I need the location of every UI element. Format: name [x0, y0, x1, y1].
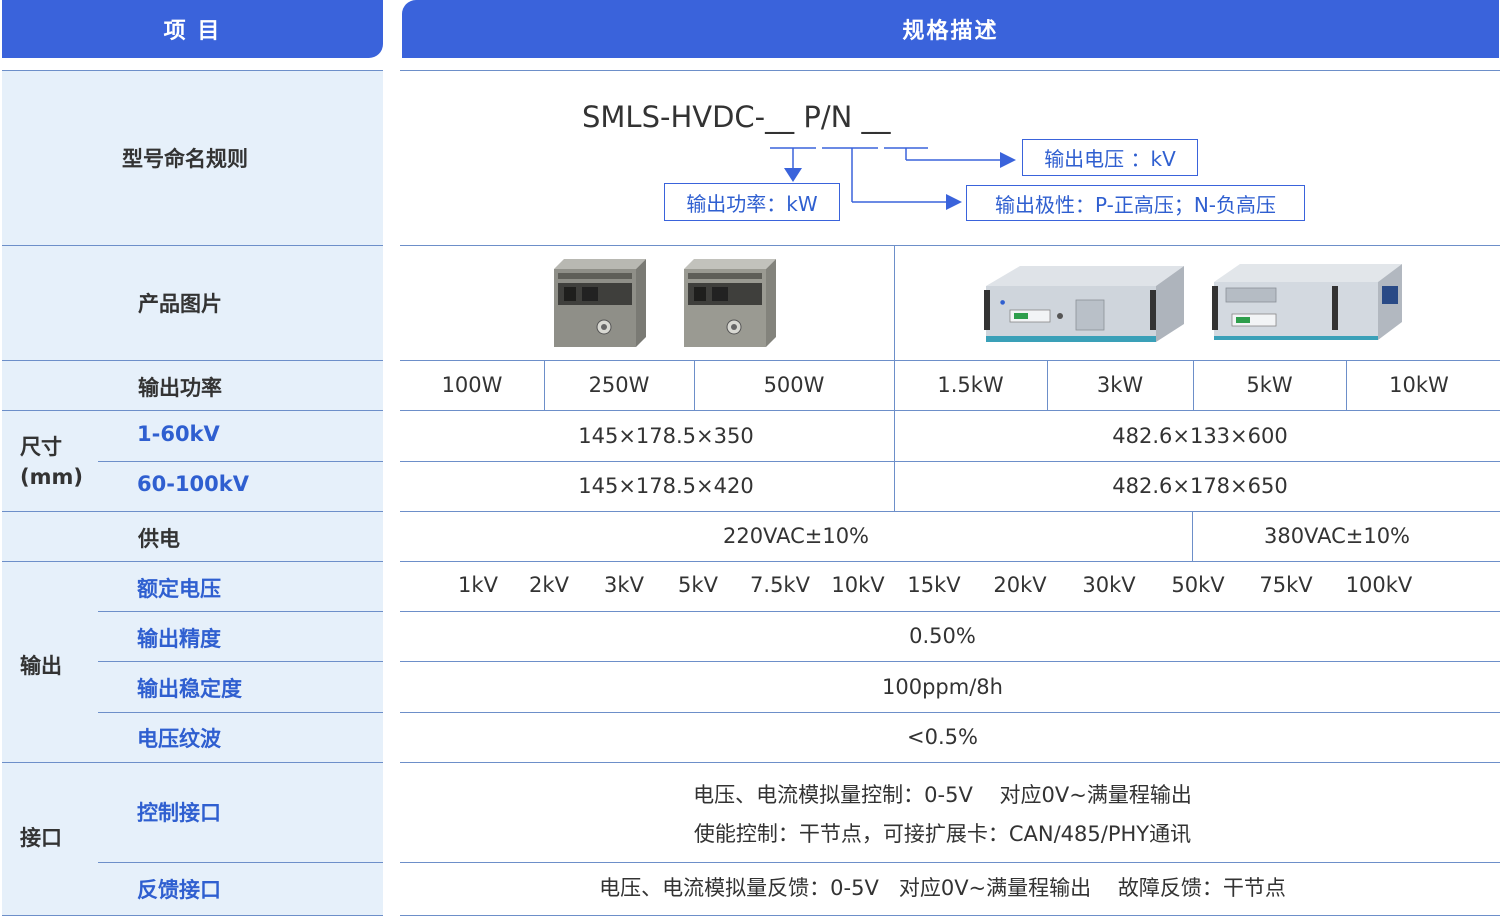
row-divider [2, 511, 383, 512]
row-divider [400, 712, 1500, 713]
feedback-interface-label: 反馈接口 [137, 878, 221, 902]
svg-text:●: ● [1000, 299, 1005, 306]
row-divider [2, 410, 383, 411]
row-divider [400, 70, 1500, 71]
rated-voltage-value: 75kV [1259, 573, 1313, 597]
size-row2-label: 60-100kV [137, 472, 249, 496]
size-value-cell: 145×178.5×350 [578, 423, 754, 448]
row-divider [400, 410, 1500, 411]
rated-voltage-value: 5kV [678, 573, 718, 597]
rated-voltage-value: 15kV [907, 573, 961, 597]
column-divider [1047, 360, 1048, 410]
row-divider [2, 561, 383, 562]
column-divider [1192, 511, 1193, 561]
column-divider [1346, 360, 1347, 410]
power-value-cell: 10kW [1389, 373, 1449, 397]
power-value-cell: 5kW [1246, 373, 1293, 397]
rated-voltage-value: 2kV [529, 573, 569, 597]
stability-label: 输出稳定度 [137, 677, 242, 701]
row-divider [400, 611, 1500, 612]
power-value-cell: 3kW [1096, 373, 1144, 397]
power-value-cell: 1.5kW [937, 373, 1004, 397]
power-supply-380-cell: 380VAC±10% [1263, 524, 1411, 548]
output-voltage-box: 输出电压 ：kV [1022, 139, 1198, 176]
naming-arrows [770, 147, 1016, 210]
control-interface-label: 控制接口 [137, 801, 221, 825]
control-interface-line2: 使能控制：干节点，可接扩展卡：CAN/485/PHY通讯 [693, 822, 1192, 846]
rated-voltage-value: 1kV [458, 573, 498, 597]
small-unit-image [684, 259, 776, 347]
rated-voltage-value: 3kV [604, 573, 644, 597]
row-divider [400, 245, 1500, 246]
item-column-header: 项 目 [2, 0, 383, 58]
rated-voltage-value: 30kV [1082, 573, 1136, 597]
row-divider [98, 712, 383, 713]
power-value-cell: 250W [588, 373, 650, 397]
small-unit-image [554, 259, 646, 347]
power-value-cell: 500W [763, 373, 825, 397]
column-divider [544, 360, 545, 410]
column-divider [1193, 360, 1194, 410]
size-group-label: 尺寸 [20, 435, 62, 459]
row-divider [400, 511, 1500, 512]
row-divider [2, 245, 383, 246]
row-divider [2, 762, 383, 763]
item-column-background [2, 70, 383, 916]
row-divider [2, 915, 383, 916]
row-divider [400, 461, 1500, 462]
ripple-value: <0.5% [907, 725, 978, 749]
row-divider [98, 862, 383, 863]
rack-unit-image [1212, 264, 1402, 340]
model-code-text: SMLS-HVDC-__ P/N __ [582, 100, 891, 134]
row-divider [400, 862, 1500, 863]
column-divider [894, 245, 895, 511]
row-divider [2, 70, 383, 71]
output-polarity-box: 输出极性：P-正高压；N-负高压 [966, 185, 1305, 221]
output-group-label: 输出 [20, 654, 62, 678]
row-divider [400, 561, 1500, 562]
rated-voltage-label: 额定电压 [137, 577, 221, 601]
product-image-label: 产品图片 [138, 292, 222, 316]
size-value-cell: 482.6×178×650 [1112, 474, 1288, 498]
row-divider [400, 360, 1500, 361]
row-divider [400, 762, 1500, 763]
size-value-cell: 145×178.5×420 [578, 474, 754, 498]
power-supply-label: 供电 [138, 527, 180, 551]
output-power-label: 输出功率 [138, 376, 222, 400]
row-divider [400, 915, 1500, 916]
row-divider [98, 611, 383, 612]
rated-voltage-value: 7.5kV [750, 573, 810, 597]
precision-value: 0.50% [909, 624, 976, 648]
size-unit-label: (mm) [20, 465, 83, 489]
size-value-cell: 482.6×133×600 [1112, 423, 1288, 448]
ripple-label: 电压纹波 [137, 727, 221, 751]
column-divider [694, 360, 695, 410]
size-row1-label: 1-60kV [137, 422, 220, 446]
power-supply-220-cell: 220VAC±10% [722, 524, 870, 548]
spec-column-header: 规格描述 [402, 0, 1499, 58]
row-divider [400, 661, 1500, 662]
rated-voltage-value: 50kV [1171, 573, 1225, 597]
interface-group-label: 接口 [20, 826, 62, 850]
row-divider [98, 661, 383, 662]
row-divider [98, 461, 383, 462]
precision-label: 输出精度 [137, 627, 221, 651]
stability-value: 100ppm/8h [882, 674, 1003, 699]
feedback-interface-value: 电压、电流模拟量反馈：0-5V 对应0V~满量程输出 故障反馈：干节点 [599, 876, 1286, 900]
rated-voltage-value: 100kV [1345, 573, 1413, 597]
power-value-cell: 100W [441, 373, 503, 397]
rated-voltage-value: 20kV [993, 573, 1047, 597]
rack-unit-image: ● [984, 266, 1184, 342]
control-interface-line1: 电压、电流模拟量控制：0-5V 对应0V~满量程输出 [693, 783, 1192, 807]
row-divider [2, 360, 383, 361]
output-power-box: 输出功率：kW [664, 183, 840, 221]
rated-voltage-value: 10kV [831, 573, 885, 597]
naming-rule-label: 型号命名规则 [122, 147, 248, 171]
